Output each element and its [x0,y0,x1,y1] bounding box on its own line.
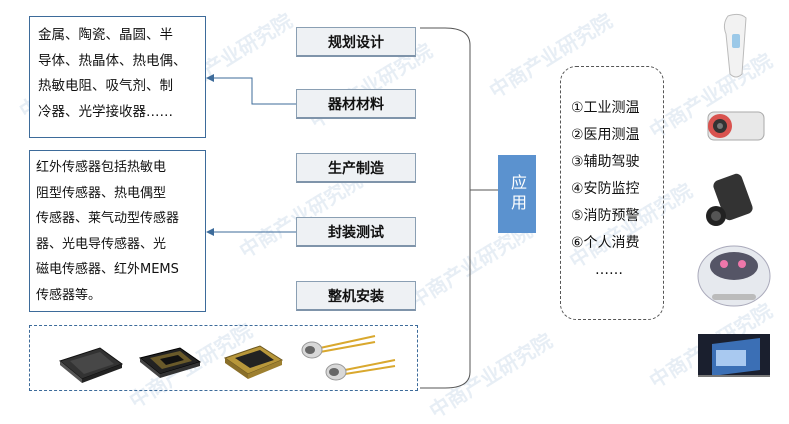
thermal-camera-image [707,111,765,141]
application-item-ellipsis: …… [595,262,623,278]
chip-image [138,347,202,378]
applications-box: ①工业测温 ②医用测温 ③辅助驾驶 ④安防监控 ⑤消防预警 ⑥个人消费 …… [560,66,664,320]
chip-images [58,335,396,383]
product-images [697,13,771,377]
sensors-box: 红外传感器包括热敏电 阻型传感器、热电偶型 传感器、莱气动型传感器 器、光电导传… [29,150,206,312]
materials-line: 导体、热晶体、热电偶、 [38,52,187,69]
to-can-sensor-image [301,335,376,359]
sensors-line: 磁电传感器、红外MEMS [36,262,179,277]
materials-line: 冷器、光学接收器…… [38,103,173,120]
application-item: ②医用测温 [571,127,640,143]
application-item: ①工业测温 [571,100,640,116]
materials-box: 金属、陶瓷、晶圆、半 导体、热晶体、热电偶、 热敏电阻、吸气剂、制 冷器、光学接… [29,16,206,138]
step-equipment-materials: 器材材料 [296,89,416,119]
sensors-line: 传感器等。 [36,287,102,303]
chip-image [58,347,124,383]
security-scanner-image [698,334,770,377]
connector-lines [206,27,498,389]
thermal-monocular-image [706,173,753,226]
application-item: ④安防监控 [571,181,640,197]
application-item: ③辅助驾驶 [571,154,640,170]
sensors-line: 阻型传感器、热电偶型 [36,185,167,201]
chip-images-box [29,325,418,391]
sensors-line: 器、光电导传感器、光 [36,236,167,252]
materials-line: 金属、陶瓷、晶圆、半 [38,27,173,43]
thermometer-image [723,13,747,78]
step-manufacturing: 生产制造 [296,153,416,183]
application-item: ⑤消防预警 [571,208,640,224]
materials-line: 热敏电阻、吸气剂、制 [38,78,173,95]
step-planning-design: 规划设计 [296,27,416,57]
materials-arrow [206,74,296,105]
sensors-line: 传感器、莱气动型传感器 [36,211,180,226]
main-bracket [420,27,471,389]
to-can-sensor-image [325,359,396,381]
step-packaging-testing: 封装测试 [296,217,416,247]
sensors-line: 红外传感器包括热敏电 [36,160,167,175]
chip-image [223,345,284,379]
step-assembly: 整机安装 [296,281,416,311]
application-label: 应用 [498,155,536,233]
vehicle-image [697,245,771,307]
application-item: ⑥个人消费 [571,235,640,251]
